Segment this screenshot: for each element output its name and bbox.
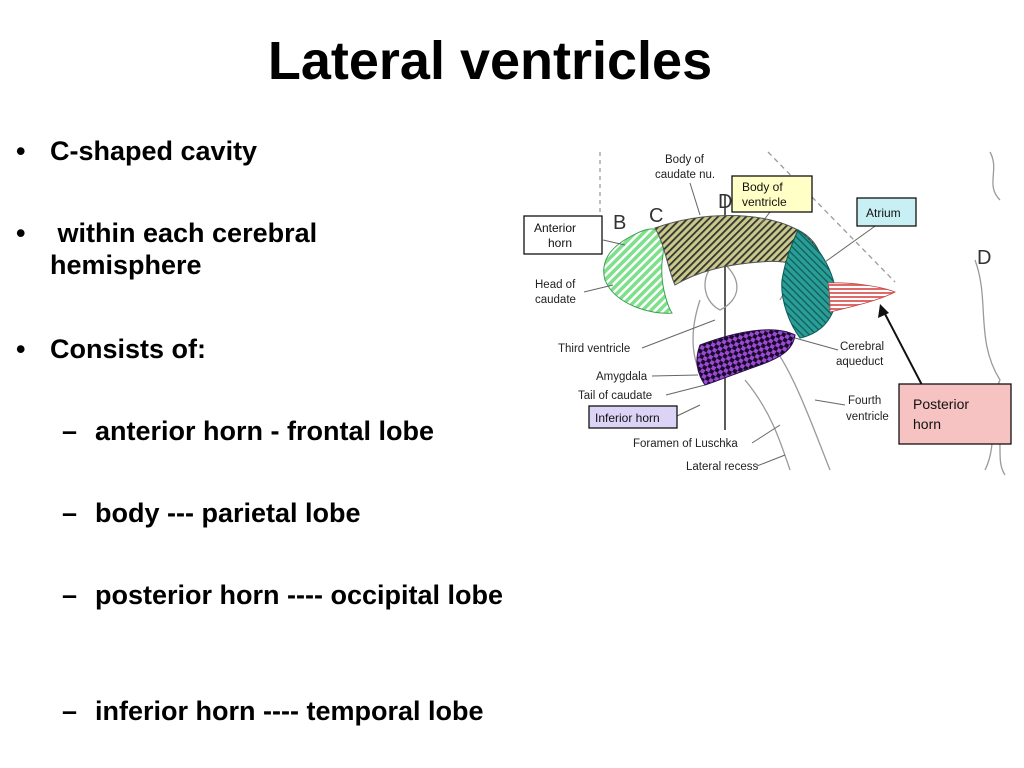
bullet-text: Consists of: xyxy=(50,334,207,364)
label-head-of-caudate: Head of xyxy=(535,279,576,291)
bullet-item: • C-shaped cavity xyxy=(0,135,410,167)
inferior-horn-label-box xyxy=(588,405,678,429)
label-head-of-caudate: caudate xyxy=(535,294,576,306)
plane-letter-c: C xyxy=(649,205,663,227)
atrium-label-box xyxy=(856,197,917,227)
atrium-shape xyxy=(781,229,837,339)
label-body-of-ventricle: ventricle xyxy=(742,195,787,209)
bullet-item: • Consists of: xyxy=(0,333,410,365)
subbullet-item: – anterior horn - frontal lobe xyxy=(0,415,540,447)
label-amygdala: Amygdala xyxy=(596,371,648,383)
body-of-ventricle-label-box xyxy=(731,175,813,213)
label-atrium: Atrium xyxy=(866,206,901,220)
label-lateral-recess: Lateral recess xyxy=(686,461,758,473)
label-fourth-ventricle: ventricle xyxy=(846,411,889,423)
subbullet-item: – body --- parietal lobe xyxy=(0,497,540,529)
posterior-horn-label-box xyxy=(898,383,1012,445)
label-cerebral-aqueduct: Cerebral xyxy=(840,341,884,353)
subbullet-item: – inferior horn ---- temporal lobe xyxy=(0,695,540,727)
bullet-text: C-shaped cavity xyxy=(50,136,258,166)
subbullet-text: posterior horn ---- occipital lobe xyxy=(95,580,504,610)
bullet-marker: • xyxy=(16,136,26,166)
label-body-of-caudate: caudate nu. xyxy=(655,169,715,181)
subbullet-text: body --- parietal lobe xyxy=(95,498,361,528)
arrow-head xyxy=(878,304,889,318)
label-anterior-horn: Anterior xyxy=(534,221,576,235)
subbullet-item: – posterior horn ---- occipital lobe xyxy=(0,579,540,611)
label-cerebral-aqueduct: aqueduct xyxy=(836,356,884,368)
subbullet-text: anterior horn - frontal lobe xyxy=(95,416,435,446)
label-tail-of-caudate: Tail of caudate xyxy=(578,390,652,402)
subbullet-marker: – xyxy=(62,416,78,446)
label-posterior-horn: horn xyxy=(913,416,941,432)
bullet-item: • within each cerebral hemisphere xyxy=(0,217,410,281)
posterior-horn-arrow xyxy=(883,311,923,386)
bullet-marker: • xyxy=(16,334,26,364)
label-third-ventricle: Third ventricle xyxy=(558,343,630,355)
leader-lines xyxy=(583,182,879,467)
lateral-ventricle-diagram: Body of caudate nu. Body of ventricle At… xyxy=(523,151,1012,476)
plane-letter-b: B xyxy=(613,212,626,234)
plane-letter-d: D xyxy=(977,247,991,269)
bullet-marker: • xyxy=(16,218,26,248)
plane-letter-d: D xyxy=(718,191,732,213)
inferior-horn-shape xyxy=(696,329,796,386)
subbullet-marker: – xyxy=(62,696,78,726)
label-body-of-caudate: Body of xyxy=(665,154,705,166)
subbullet-marker: – xyxy=(62,498,78,528)
slide-title: Lateral ventricles xyxy=(267,31,713,91)
label-anterior-horn: horn xyxy=(548,236,572,250)
label-posterior-horn: Posterior xyxy=(913,396,969,412)
label-inferior-horn: Inferior horn xyxy=(595,411,660,425)
label-fourth-ventricle: Fourth xyxy=(848,395,881,407)
label-body-of-ventricle: Body of xyxy=(742,180,783,194)
posterior-horn-shape xyxy=(827,282,896,313)
anterior-horn-label-box xyxy=(523,215,603,255)
bullet-text: within each cerebral hemisphere xyxy=(50,218,325,280)
label-foramen-of-luschka: Foramen of Luschka xyxy=(633,438,738,450)
subbullet-text: inferior horn ---- temporal lobe xyxy=(95,696,484,726)
subbullet-marker: – xyxy=(62,580,78,610)
